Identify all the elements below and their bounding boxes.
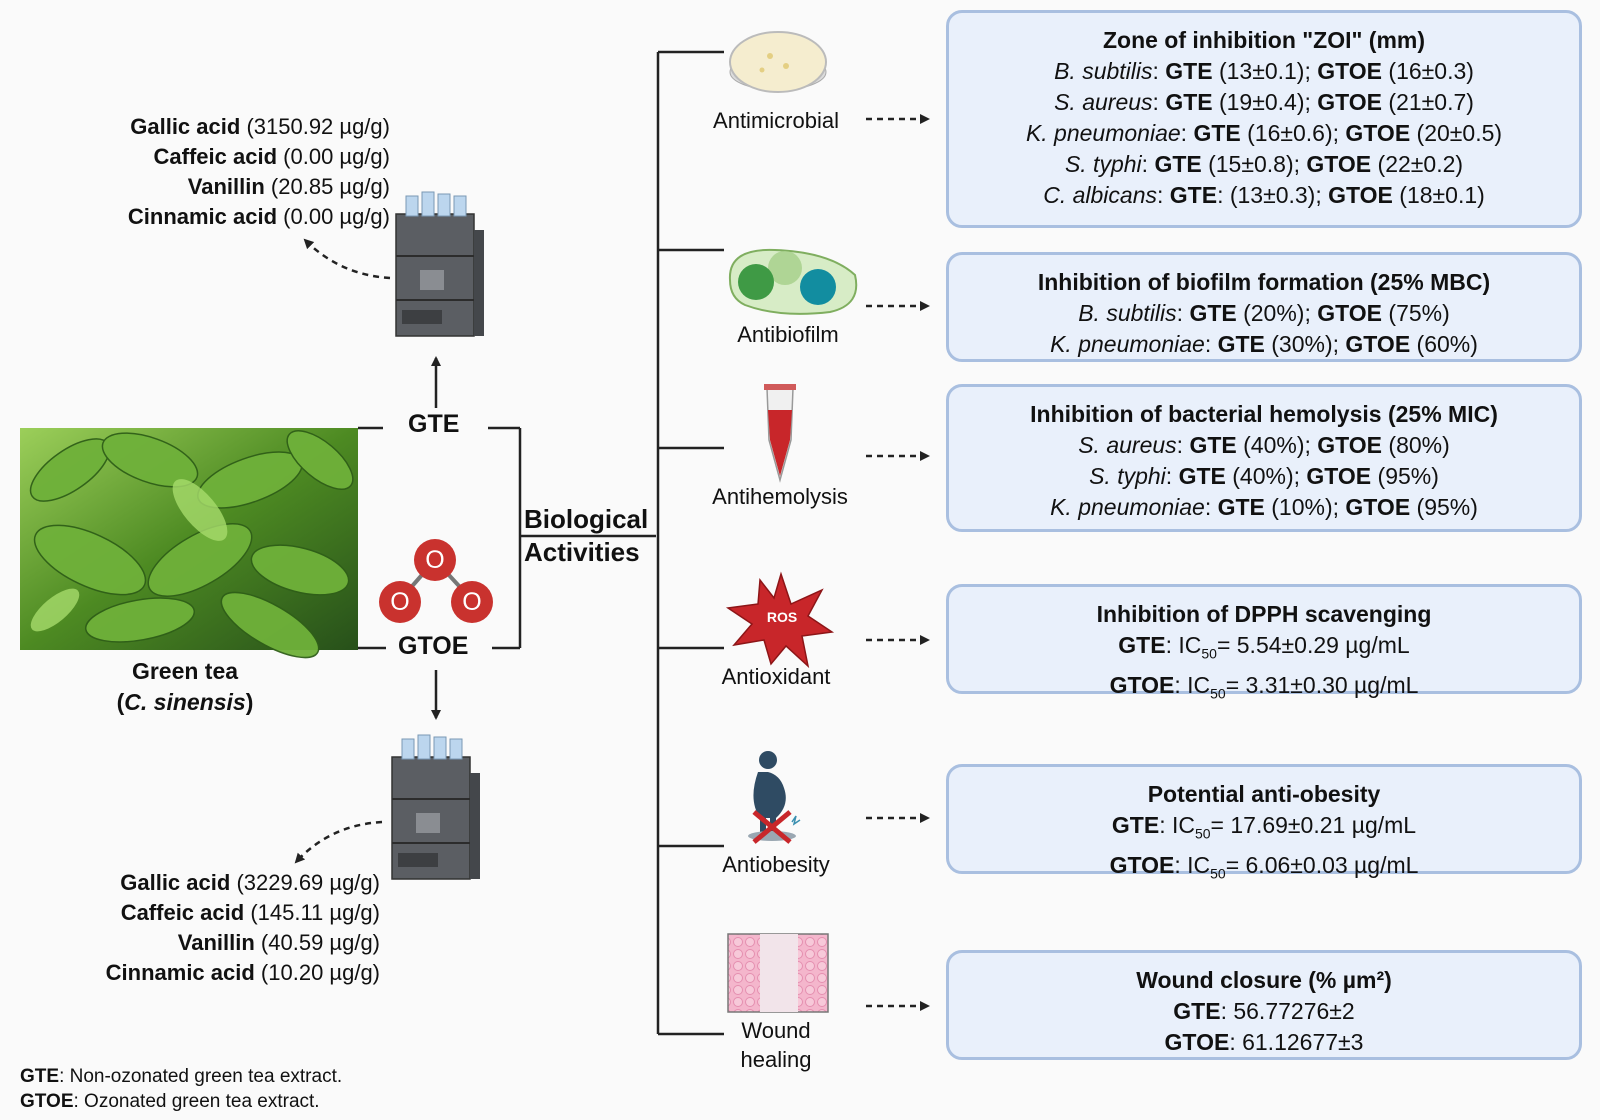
plant-name: Green tea [131, 658, 239, 684]
activity-antibiofilm: Antibiofilm [737, 322, 839, 347]
activity-antioxidant: Antioxidant [721, 664, 831, 689]
box-title: Zone of inhibition "ZOI" (mm) [1102, 27, 1426, 53]
box-row: K. pneumoniae: GTE (16±0.6); GTOE (20±0.… [1025, 120, 1503, 146]
compound-line: Cinnamic acid (0.00 µg/g) [127, 204, 390, 229]
box-row: S. aureus: GTE (19±0.4); GTOE (21±0.7) [1054, 89, 1474, 115]
wound-tissue-icon [727, 933, 829, 1013]
box-row: GTE: IC50= 5.54±0.29 µg/mL [1118, 632, 1410, 662]
box-row: S. aureus: GTE (40%); GTOE (80%) [1078, 432, 1450, 458]
plant-caption: Green tea (C. sinensis) [60, 656, 310, 718]
gtoe-label: GTOE [398, 632, 469, 660]
box-row: GTOE: 61.12677±3 [1164, 1029, 1364, 1055]
box-row: GTOE: IC50= 3.31±0.30 µg/mL [1109, 671, 1419, 702]
box-row: GTE: IC50= 17.69±0.21 µg/mL [1111, 812, 1417, 842]
gte-compound-list: Gallic acid (3150.92 µg/g) Caffeic acid … [60, 112, 390, 232]
box-row: C. albicans: GTE: (13±0.3); GTOE (18±0.1… [1043, 182, 1485, 208]
activity-antimicrobial: Antimicrobial [713, 108, 839, 133]
extract-bracket [358, 426, 656, 650]
dpph-result-box: Inhibition of DPPH scavenging GTE: IC50=… [946, 584, 1582, 701]
obesity-result-box: Potential anti-obesity GTE: IC50= 17.69±… [946, 764, 1582, 881]
activity-wound-healing: Wound healing [740, 1018, 812, 1072]
box-title: Inhibition of DPPH scavenging [1096, 601, 1432, 627]
compound-line: Gallic acid (3229.69 µg/g) [120, 870, 380, 895]
obesity-figure-icon [748, 751, 801, 844]
wound-result-box: Wound closure (% µm²) GTE: 56.77276±2 GT… [946, 950, 1582, 1060]
box-row: K. pneumoniae: GTE (10%); GTOE (95%) [1050, 494, 1478, 520]
gte-label: GTE [408, 410, 460, 438]
ozone-atom-label: O [462, 588, 482, 616]
box-row: B. subtilis: GTE (13±0.1); GTOE (16±0.3) [1054, 58, 1474, 84]
box-row: B. subtilis: GTE (20%); GTOE (75%) [1078, 300, 1450, 326]
box-row: GTOE: IC50= 6.06±0.03 µg/mL [1109, 851, 1419, 882]
legend-item: GTE: Non-ozonated green tea extract. [20, 1066, 343, 1087]
compound-line: Vanillin (20.85 µg/g) [187, 174, 390, 199]
compound-line: Cinnamic acid (10.20 µg/g) [105, 960, 380, 985]
gtoe-compound-list: Gallic acid (3229.69 µg/g) Caffeic acid … [30, 868, 380, 988]
hemolysis-result-box: Inhibition of bacterial hemolysis (25% M… [946, 384, 1582, 532]
legend-item: GTOE: Ozonated green tea extract. [20, 1091, 320, 1112]
zoi-result-box: Zone of inhibition "ZOI" (mm) B. subtili… [946, 10, 1582, 228]
box-title: Potential anti-obesity [1147, 781, 1381, 807]
plant-species: C. sinensis [124, 689, 246, 715]
ozone-molecule-icon [379, 539, 493, 623]
abbreviation-legend: GTE: Non-ozonated green tea extract. GTO… [20, 1064, 342, 1114]
activity-tree [656, 50, 724, 1036]
dashed-arrow-gtoe-compounds [294, 820, 383, 864]
ozone-atom-label: O [390, 588, 410, 616]
ros-label: ROS [766, 609, 798, 625]
compound-line: Caffeic acid (145.11 µg/g) [120, 900, 380, 925]
blood-tube-icon [764, 384, 796, 483]
activity-antiobesity: Antiobesity [722, 852, 830, 877]
hplc-instrument-gtoe-icon [391, 734, 480, 880]
box-row: S. typhi: GTE (40%); GTOE (95%) [1089, 463, 1439, 489]
ozone-atom-label: O [425, 546, 445, 574]
hplc-instrument-gte-icon [395, 191, 484, 337]
dashed-arrow-gte-compounds [303, 238, 391, 280]
biofilm-result-box: Inhibition of biofilm formation (25% MBC… [946, 252, 1582, 362]
green-tea-photo [20, 428, 358, 659]
petri-dish-icon [729, 31, 827, 93]
box-row: GTE: 56.77276±2 [1173, 998, 1355, 1024]
box-row: K. pneumoniae: GTE (30%); GTOE (60%) [1050, 331, 1478, 357]
compound-line: Caffeic acid (0.00 µg/g) [153, 144, 390, 169]
activity-antihemolysis: Antihemolysis [712, 484, 848, 509]
box-row: S. typhi: GTE (15±0.8); GTOE (22±0.2) [1064, 151, 1464, 177]
compound-line: Gallic acid (3150.92 µg/g) [130, 114, 390, 139]
box-title: Inhibition of biofilm formation (25% MBC… [1037, 269, 1491, 295]
biofilm-icon [728, 248, 858, 315]
biological-activities-label: Biological Activities [524, 504, 649, 567]
compound-line: Vanillin (40.59 µg/g) [177, 930, 380, 955]
ros-star-icon [725, 571, 835, 669]
box-title: Inhibition of bacterial hemolysis (25% M… [1030, 401, 1498, 427]
plant-species-line: (C. sinensis) [116, 689, 254, 715]
box-title: Wound closure (% µm²) [1136, 967, 1392, 993]
